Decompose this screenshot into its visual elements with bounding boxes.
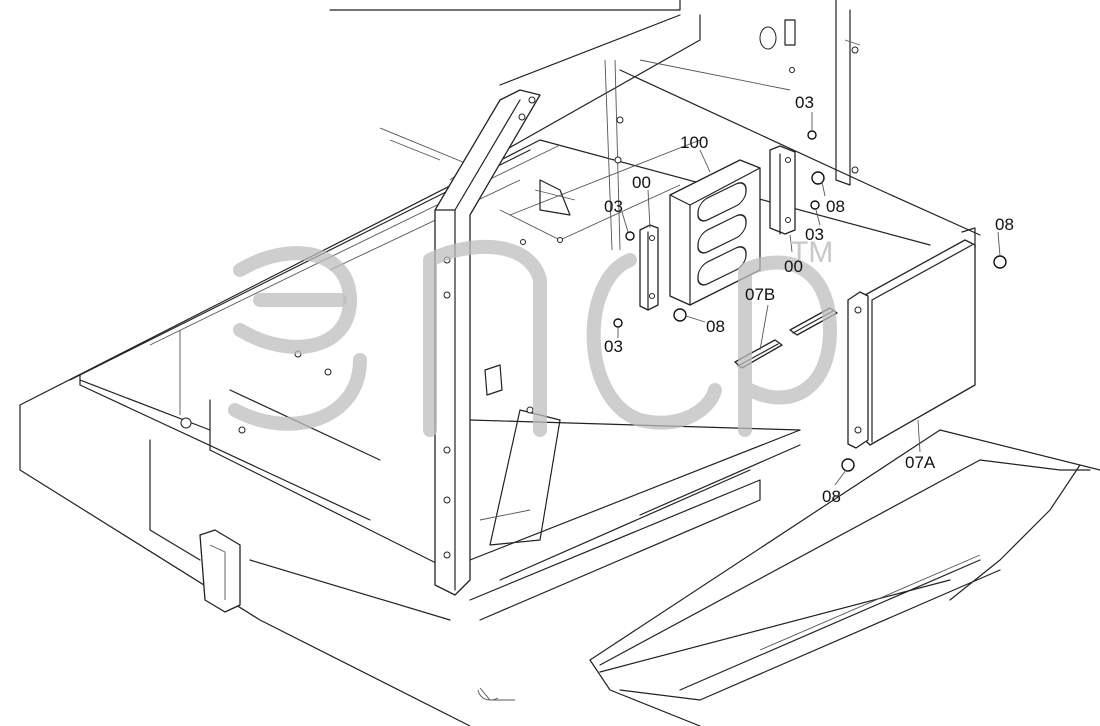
leader-lines — [617, 112, 1001, 486]
machine-frame — [19, 0, 1100, 726]
watermark: TM — [228, 236, 837, 437]
callout-08-bottom: 08 — [822, 487, 841, 506]
callout-07B: 07B — [745, 285, 775, 304]
watermark-trademark: TM — [790, 236, 833, 269]
callout-07A: 07A — [905, 453, 936, 472]
callout-00-upper: 00 — [632, 173, 651, 192]
callout-03-left: 03 — [604, 197, 623, 216]
callout-00-right: 00 — [784, 257, 803, 276]
callout-03-lower: 03 — [604, 337, 623, 356]
part-100-controller — [669, 159, 761, 306]
callout-100: 100 — [680, 133, 708, 152]
part-07A-plate — [847, 227, 976, 449]
callout-03-right: 03 — [805, 225, 824, 244]
callout-labels: 03 100 00 03 08 08 03 00 07B 08 03 07A 0… — [604, 93, 1014, 506]
callout-08-center: 08 — [706, 317, 725, 336]
callout-08-mid-right: 08 — [826, 197, 845, 216]
callout-08-far-right: 08 — [995, 215, 1014, 234]
callout-03-top: 03 — [795, 93, 814, 112]
part-00-brackets — [639, 145, 796, 311]
rear-wall-details — [180, 19, 859, 434]
